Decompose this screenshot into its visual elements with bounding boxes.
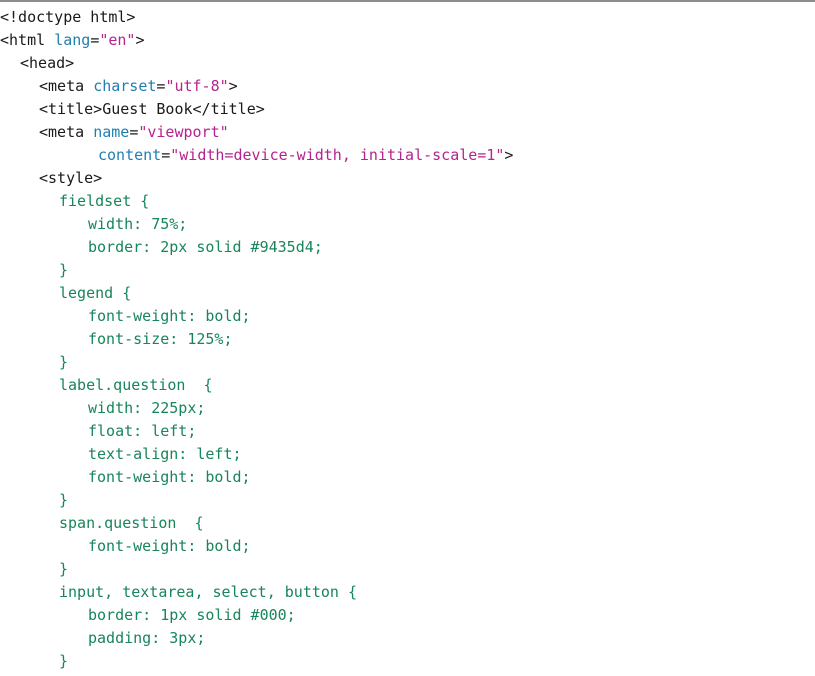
- code-token-attr: lang: [54, 31, 91, 49]
- code-line: float: left;: [0, 420, 815, 443]
- code-token-tag: <head>: [20, 54, 75, 72]
- code-line: label.question {: [0, 374, 815, 397]
- code-token-css: padding: 3px;: [88, 629, 206, 647]
- code-token-text: Guest Book: [102, 100, 193, 118]
- code-token-css: }: [59, 560, 69, 578]
- code-line: width: 225px;: [0, 397, 815, 420]
- code-token-css: label.question {: [59, 376, 213, 394]
- code-token-attr: charset: [93, 77, 157, 95]
- code-line: <meta charset="utf-8">: [0, 75, 815, 98]
- code-line: }: [0, 259, 815, 282]
- code-token-css: input, textarea, select, button {: [59, 583, 358, 601]
- code-token-css: font-weight: bold;: [88, 468, 251, 486]
- code-line: <!doctype html>: [0, 6, 815, 29]
- code-token-tag: <html: [0, 31, 55, 49]
- code-token-str: "viewport": [138, 123, 229, 141]
- code-token-str: "utf-8": [165, 77, 229, 95]
- code-line: }: [0, 558, 815, 581]
- code-line: <html lang="en">: [0, 29, 815, 52]
- code-token-css: legend {: [59, 284, 132, 302]
- code-token-css: }: [59, 353, 69, 371]
- code-token-str: "width=device-width, initial-scale=1": [170, 146, 505, 164]
- code-token-tag: >: [135, 31, 145, 49]
- code-token-tag: =: [161, 146, 171, 164]
- code-token-css: font-weight: bold;: [88, 537, 251, 555]
- code-line: border: 1px solid #000;: [0, 604, 815, 627]
- code-line: <style>: [0, 167, 815, 190]
- code-token-tag: <meta: [39, 123, 94, 141]
- code-token-tag: >: [228, 77, 238, 95]
- code-line: padding: 3px;: [0, 627, 815, 650]
- code-token-css: }: [59, 652, 69, 670]
- code-token-attr: content: [98, 146, 162, 164]
- code-line: <meta name="viewport": [0, 121, 815, 144]
- code-line: span.question {: [0, 512, 815, 535]
- code-token-css: width: 75%;: [88, 215, 188, 233]
- code-token-tag: =: [129, 123, 139, 141]
- code-token-css: fieldset {: [59, 192, 150, 210]
- code-token-css: span.question {: [59, 514, 204, 532]
- code-token-tag: <!doctype html>: [0, 8, 136, 26]
- code-token-tag: <meta: [39, 77, 94, 95]
- code-line: input, textarea, select, button {: [0, 581, 815, 604]
- code-line: font-size: 125%;: [0, 328, 815, 351]
- code-line: font-weight: bold;: [0, 466, 815, 489]
- code-token-css: text-align: left;: [88, 445, 242, 463]
- code-token-css: float: left;: [88, 422, 197, 440]
- code-token-tag: <title>: [39, 100, 103, 118]
- code-token-css: }: [59, 261, 69, 279]
- code-token-tag: <style>: [39, 169, 103, 187]
- code-token-css: font-weight: bold;: [88, 307, 251, 325]
- code-view: <!doctype html><html lang="en"><head><me…: [0, 6, 815, 673]
- code-token-tag: =: [156, 77, 166, 95]
- code-line: content="width=device-width, initial-sca…: [0, 144, 815, 167]
- code-token-css: font-size: 125%;: [88, 330, 233, 348]
- code-line: }: [0, 489, 815, 512]
- code-line: font-weight: bold;: [0, 305, 815, 328]
- code-line: }: [0, 650, 815, 673]
- code-token-tag: >: [504, 146, 514, 164]
- code-line: width: 75%;: [0, 213, 815, 236]
- code-token-css: width: 225px;: [88, 399, 206, 417]
- code-line: fieldset {: [0, 190, 815, 213]
- code-token-attr: name: [93, 123, 130, 141]
- code-token-css: border: 2px solid #9435d4;: [88, 238, 323, 256]
- code-token-tag: </title>: [192, 100, 265, 118]
- code-line: font-weight: bold;: [0, 535, 815, 558]
- code-token-css: border: 1px solid #000;: [88, 606, 296, 624]
- code-line: <head>: [0, 52, 815, 75]
- code-line: }: [0, 351, 815, 374]
- code-token-str: "en": [99, 31, 136, 49]
- code-line: border: 2px solid #9435d4;: [0, 236, 815, 259]
- code-line: legend {: [0, 282, 815, 305]
- code-token-css: }: [59, 491, 69, 509]
- code-line: <title>Guest Book</title>: [0, 98, 815, 121]
- top-divider: [0, 0, 815, 2]
- code-line: text-align: left;: [0, 443, 815, 466]
- code-token-tag: =: [90, 31, 100, 49]
